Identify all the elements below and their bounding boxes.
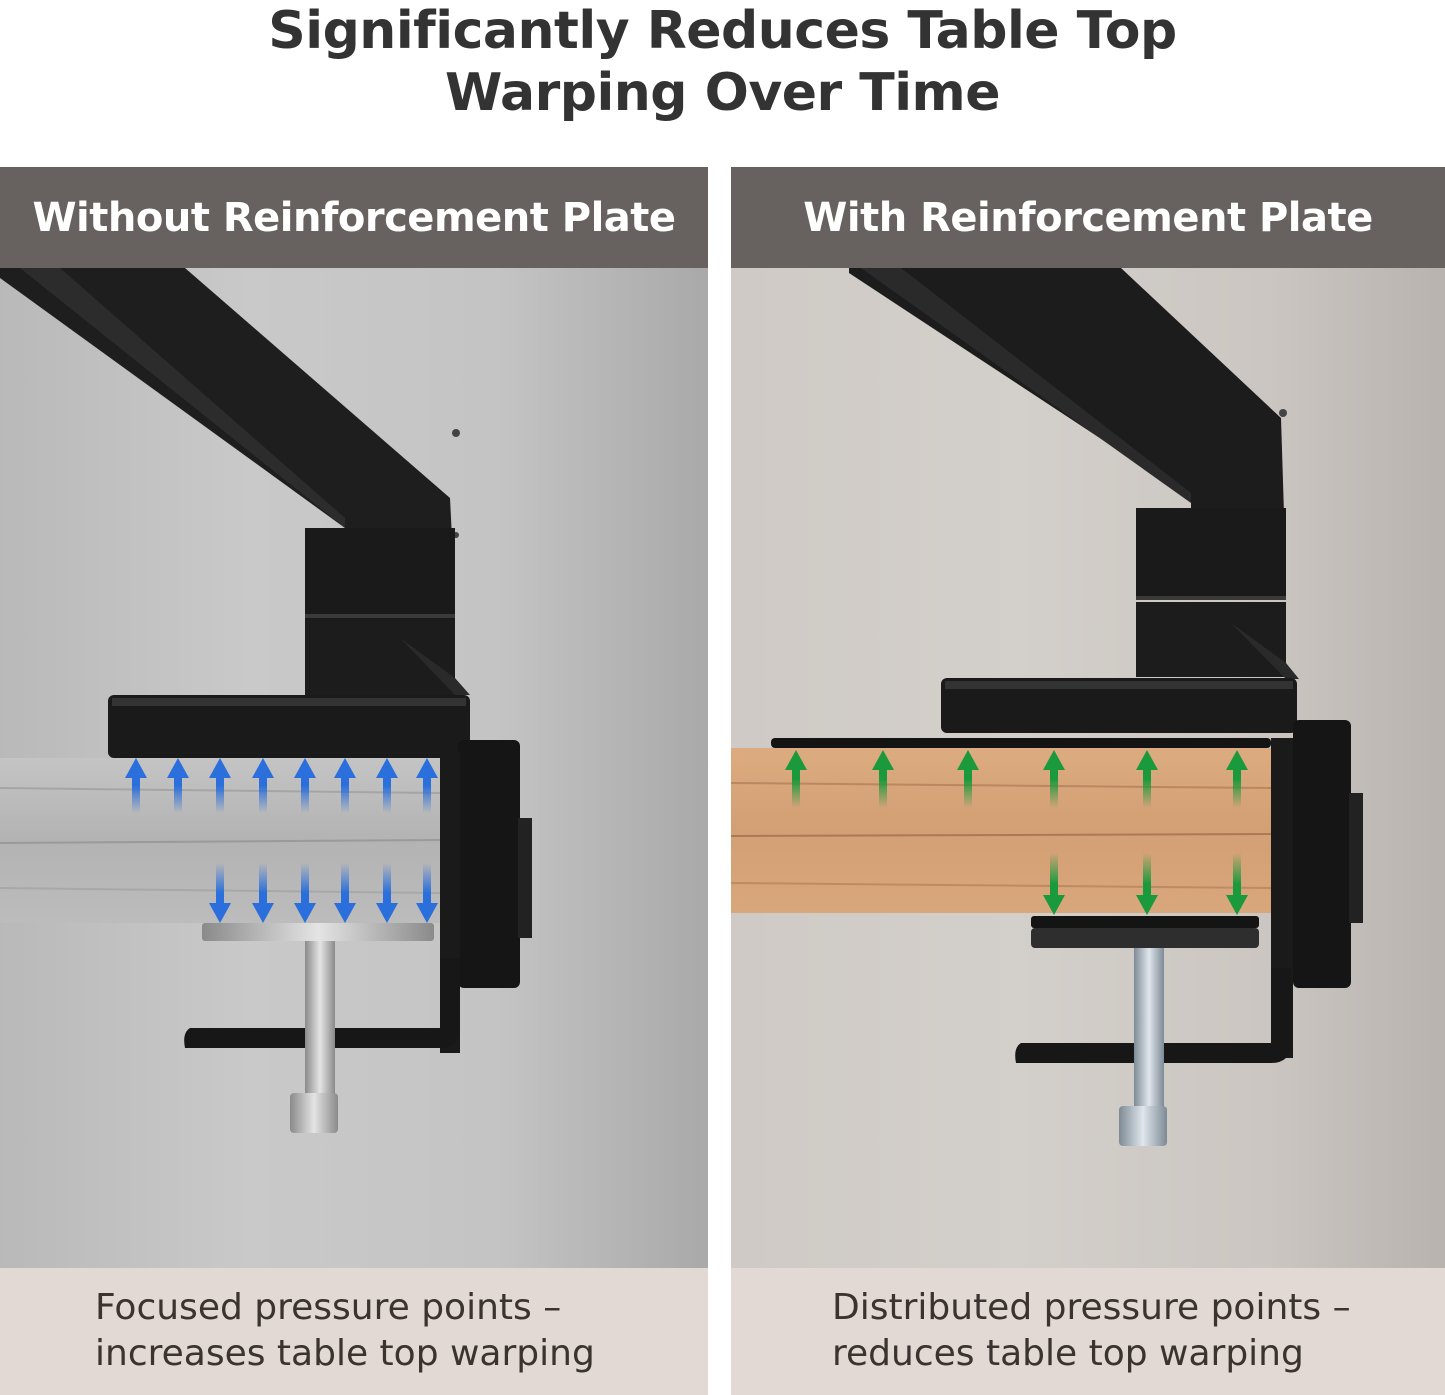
title-line-2: Warping Over Time: [445, 63, 1001, 123]
pressure-arrows-up: [125, 758, 438, 813]
caption-without-line-1: Focused pressure points –: [95, 1287, 562, 1328]
pressure-pad: [202, 923, 434, 941]
reinforcement-plate-top: [771, 738, 1271, 748]
caption-with: Distributed pressure points – reduces ta…: [731, 1268, 1445, 1395]
panel-header-without: Without Reinforcement Plate: [0, 167, 708, 268]
caption-with-line-2: reduces table top warping: [832, 1333, 1304, 1374]
panel-with-plate: With Reinforcement Plate: [731, 167, 1445, 1395]
pressure-arrows-down: [209, 863, 438, 923]
reinforcement-plate-bottom: [1031, 916, 1259, 928]
photo-without-plate: [0, 268, 708, 1268]
clamp-screw: [1134, 948, 1164, 1118]
caption-with-line-1: Distributed pressure points –: [832, 1287, 1351, 1328]
caption-without: Focused pressure points – increases tabl…: [0, 1268, 708, 1395]
panel-header-with: With Reinforcement Plate: [731, 167, 1445, 268]
clamp-side: [1293, 720, 1351, 988]
pivot-column: [1136, 508, 1286, 600]
clamp-top: [941, 678, 1297, 733]
page-title: Significantly Reduces Table Top Warping …: [0, 0, 1445, 124]
title-line-1: Significantly Reduces Table Top: [268, 1, 1177, 61]
pressure-arrows-down: [1043, 853, 1248, 915]
monitor-arm-clamp-illustration: [0, 268, 532, 1133]
pivot-column: [305, 528, 455, 623]
monitor-arm-clamp-with-plate-illustration: [731, 268, 1363, 1146]
pressure-arrows-up: [785, 750, 1248, 808]
arm-body: [849, 268, 1286, 578]
caption-without-line-2: increases table top warping: [95, 1333, 595, 1374]
clamp-top: [108, 695, 470, 758]
pressure-pad: [1031, 928, 1259, 948]
panel-without-plate: Without Reinforcement Plate: [0, 167, 708, 1395]
photo-with-plate: [731, 268, 1445, 1268]
clamp-screw: [305, 941, 335, 1106]
clamp-side: [458, 740, 520, 988]
